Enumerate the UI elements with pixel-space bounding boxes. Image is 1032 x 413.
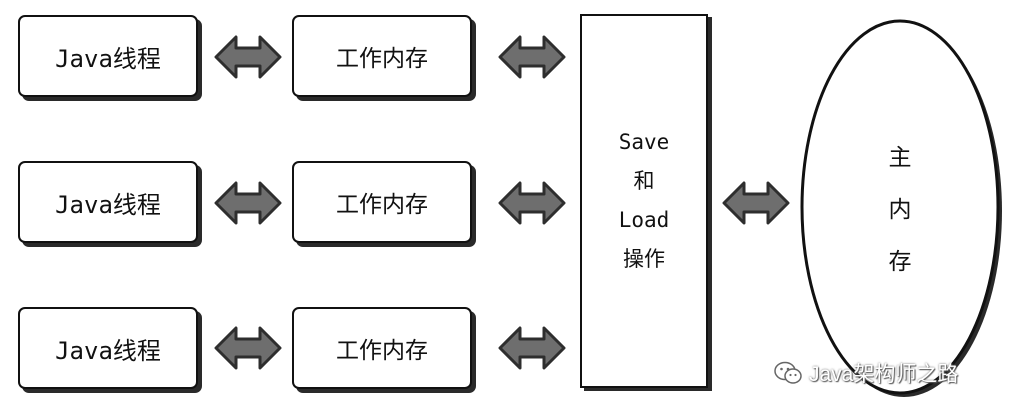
double-arrow-icon [722, 180, 790, 226]
working-memory-label: 工作内存 [336, 192, 428, 218]
working-memory-label: 工作内存 [336, 338, 428, 364]
double-arrow-icon [214, 34, 282, 80]
java-thread-box-1: Java线程 [18, 15, 198, 97]
working-memory-box-2: 工作内存 [292, 161, 472, 243]
java-thread-label: Java线程 [55, 190, 161, 219]
main-memory-char-3: 存 [888, 249, 912, 275]
save-load-line-2: 和 [633, 168, 655, 193]
java-thread-label: Java线程 [55, 44, 161, 73]
main-memory-char-1: 主 [888, 145, 912, 171]
double-arrow-icon [498, 325, 566, 371]
save-load-line-4: 操作 [623, 247, 665, 272]
main-memory-ellipse: 主 内 存 [800, 18, 1006, 400]
java-thread-box-3: Java线程 [18, 307, 198, 389]
save-load-line-3: Load [618, 208, 670, 232]
java-thread-box-2: Java线程 [18, 161, 198, 243]
double-arrow-icon [214, 325, 282, 371]
double-arrow-icon [498, 180, 566, 226]
watermark: Java架构师之路 [773, 358, 958, 388]
main-memory-shape [800, 19, 1002, 397]
double-arrow-icon [214, 180, 282, 226]
save-load-line-1: Save [618, 129, 670, 154]
main-memory-char-2: 内 [888, 197, 912, 223]
double-arrow-icon [498, 34, 566, 80]
java-thread-label: Java线程 [55, 336, 161, 365]
working-memory-box-1: 工作内存 [292, 15, 472, 97]
working-memory-label: 工作内存 [336, 46, 428, 72]
watermark-text: Java架构师之路 [809, 363, 959, 386]
wechat-icon [774, 361, 802, 384]
save-load-operation-box: Save 和 Load 操作 [580, 14, 708, 388]
working-memory-box-3: 工作内存 [292, 307, 472, 389]
